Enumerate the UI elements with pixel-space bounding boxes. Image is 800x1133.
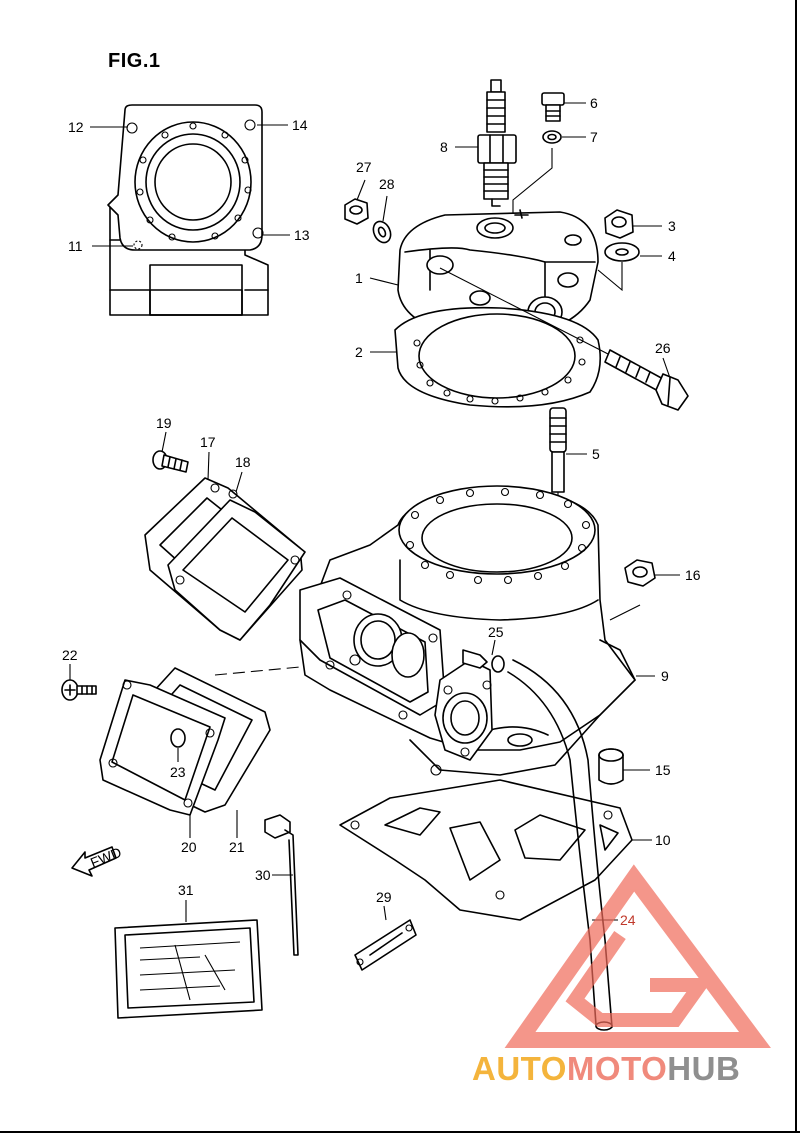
leader-line-7 bbox=[512, 148, 553, 214]
callout-13: 13 bbox=[294, 227, 310, 243]
cylinder-body bbox=[299, 485, 636, 776]
cylinder-top-view-inset bbox=[107, 104, 269, 316]
washer-7 bbox=[542, 130, 562, 144]
callout-9: 9 bbox=[661, 668, 669, 684]
bolt-26 bbox=[439, 267, 689, 411]
forward-direction-arrow: FWD bbox=[71, 844, 124, 877]
bolt-6 bbox=[541, 92, 565, 122]
nut-16 bbox=[624, 559, 656, 587]
callout-27: 27 bbox=[356, 159, 372, 175]
callout-30: 30 bbox=[255, 867, 271, 883]
callout-28: 28 bbox=[379, 176, 395, 192]
screw-22 bbox=[61, 679, 97, 701]
fwd-marker-text: FWD bbox=[88, 844, 124, 871]
leader-line-16 bbox=[609, 604, 641, 621]
watermark-moto: MOTO bbox=[566, 1050, 668, 1087]
callout-26: 26 bbox=[655, 340, 671, 356]
callout-5: 5 bbox=[592, 446, 600, 462]
reed-gasket-18 bbox=[167, 483, 306, 641]
callout-11: 11 bbox=[68, 238, 83, 254]
callout-18: 18 bbox=[235, 454, 251, 470]
label-sheet-31 bbox=[114, 919, 263, 1019]
base-gasket bbox=[339, 779, 633, 921]
figure-title: FIG.1 bbox=[108, 50, 161, 72]
callout-12: 12 bbox=[68, 119, 84, 135]
callout-31: 31 bbox=[178, 882, 194, 898]
head-gasket bbox=[394, 306, 601, 408]
watermark-text: AUTOMOTOHUB bbox=[472, 1050, 740, 1088]
alignment-dashed-line bbox=[214, 666, 301, 676]
cover-20 bbox=[99, 679, 226, 816]
callout-29: 29 bbox=[376, 889, 392, 905]
spark-plug bbox=[477, 79, 517, 207]
callout-24: 24 bbox=[620, 912, 636, 928]
watermark-auto: AUTO bbox=[472, 1050, 567, 1087]
watermark-hub: HUB bbox=[667, 1050, 741, 1087]
callout-23: 23 bbox=[170, 764, 186, 780]
callout-3: 3 bbox=[668, 218, 676, 234]
dowel-15 bbox=[598, 748, 624, 785]
bottom-border bbox=[0, 1131, 800, 1133]
leader-lines bbox=[69, 102, 680, 922]
callout-4: 4 bbox=[668, 248, 676, 264]
callout-7: 7 bbox=[590, 129, 598, 145]
stud-5 bbox=[549, 407, 567, 520]
callout-17: 17 bbox=[200, 434, 216, 450]
washer-4 bbox=[604, 242, 640, 262]
callout-25: 25 bbox=[488, 624, 504, 640]
callout-labels: 1 2 3 4 5 6 7 8 9 10 11 12 13 14 15 16 1… bbox=[62, 95, 701, 928]
callout-14: 14 bbox=[292, 117, 308, 133]
callout-2: 2 bbox=[355, 344, 363, 360]
leader-line-4 bbox=[597, 262, 623, 292]
screw-19 bbox=[152, 450, 189, 473]
watermark-logo bbox=[504, 864, 771, 1048]
washer-28 bbox=[372, 220, 392, 244]
fitting-25 bbox=[462, 649, 505, 673]
callout-22: 22 bbox=[62, 647, 78, 663]
callout-16: 16 bbox=[685, 567, 701, 583]
callout-21: 21 bbox=[229, 839, 245, 855]
clamp-29 bbox=[354, 919, 417, 971]
right-border bbox=[795, 0, 797, 1133]
callout-6: 6 bbox=[590, 95, 598, 111]
cable-tie-30 bbox=[264, 814, 299, 956]
callout-10: 10 bbox=[655, 832, 671, 848]
nut-3 bbox=[604, 209, 634, 239]
nut-27 bbox=[344, 198, 369, 225]
callout-1: 1 bbox=[355, 270, 363, 286]
callout-8: 8 bbox=[440, 139, 448, 155]
callout-15: 15 bbox=[655, 762, 671, 778]
callout-20: 20 bbox=[181, 839, 197, 855]
callout-19: 19 bbox=[156, 415, 172, 431]
